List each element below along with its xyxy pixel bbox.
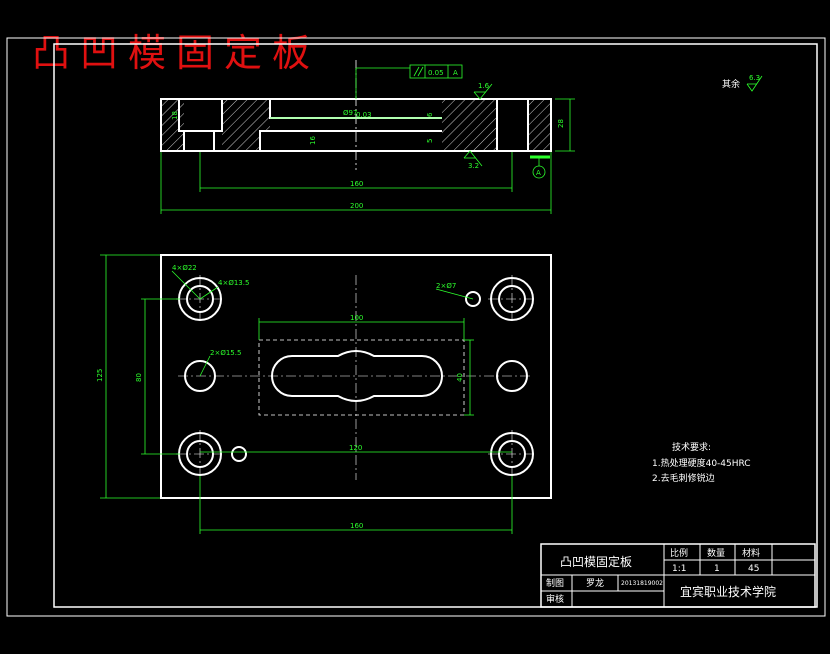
- tb-check-label: 审核: [546, 593, 564, 605]
- dowel-hole-top: [465, 291, 481, 307]
- callout-counterbore: 4×Ø22: [172, 264, 197, 272]
- section-view: 200 160 28 18 16 Ø97 0.03 5 6 0.05 A 1.6…: [160, 60, 575, 214]
- tech-requirements: 技术要求: 1.热处理硬度40-45HRC 2.去毛刺修锐边: [652, 441, 751, 484]
- title-block: [540, 543, 816, 608]
- tb-drawn-id: 20131819002: [621, 580, 663, 587]
- plan-dimension-lines: [100, 254, 513, 534]
- roughness-bottom: 3.2: [468, 162, 479, 170]
- plate-outline: [160, 254, 552, 499]
- punch-slot: [271, 350, 443, 402]
- inner-frame: [53, 43, 818, 608]
- general-roughness-value: 6.3: [749, 74, 760, 82]
- tb-value-material: 45: [748, 564, 759, 574]
- hatch-right: [528, 99, 551, 151]
- callout-side-hole: 2×Ø15.5: [210, 349, 241, 357]
- dim-width-ref: Ø97: [343, 109, 357, 117]
- hatch-left-lower: [222, 131, 260, 151]
- dim-step: 5: [426, 139, 434, 143]
- hatch-left-inner: [222, 99, 270, 131]
- drawing-title: 凸凹模固定板: [32, 31, 321, 75]
- dim-bottom-spacing: 160: [350, 522, 363, 530]
- tb-value-qty: 1: [714, 564, 720, 574]
- callout-through-hole: 4×Ø13.5: [218, 279, 249, 287]
- center-step: [259, 130, 442, 151]
- parallelism-frame: 0.05 A: [409, 64, 463, 79]
- side-dimensions: [160, 67, 575, 214]
- general-roughness-symbol: [746, 75, 763, 92]
- roughness-top: 1.6: [478, 82, 490, 90]
- parallelism-tolerance: 0.05: [428, 69, 444, 77]
- dim-hole-spacing-x: 120: [349, 444, 362, 452]
- outer-frame: [6, 37, 826, 617]
- dim-slot-depth: 18: [171, 111, 179, 120]
- tb-value-scale: 1:1: [672, 564, 686, 574]
- dim-slot-width: 40: [456, 373, 464, 382]
- dim-width-ref-tol: 0.03: [356, 111, 372, 119]
- hatch-left: [161, 99, 184, 151]
- dim-slot-length: 100: [350, 314, 363, 322]
- datum-label: A: [536, 169, 541, 177]
- tb-school: 宜宾职业技术学院: [680, 584, 776, 599]
- hole-top-right: [490, 277, 534, 321]
- tb-header-qty: 数量: [707, 547, 725, 559]
- dim-hole-spacing-y: 80: [135, 373, 143, 382]
- dim-counterbore-depth: 16: [309, 136, 317, 145]
- dim-hole-spacing: 160: [350, 180, 363, 188]
- plan-view: 100 40 120 80 125 160 4×Ø22 4×Ø13.5 2×Ø7…: [96, 254, 552, 534]
- general-roughness-label: 其余: [722, 78, 740, 90]
- tech-item-2: 2.去毛刺修锐边: [652, 472, 715, 484]
- tech-item-1: 1.热处理硬度40-45HRC: [652, 457, 751, 469]
- dim-step2: 6: [426, 112, 434, 117]
- roughness-top-symbol: [473, 83, 493, 100]
- tb-drawn-label: 制图: [546, 577, 564, 589]
- datum-circle: [532, 165, 546, 179]
- side-hole-left: [184, 360, 216, 392]
- side-hole-right: [496, 360, 528, 392]
- tb-header-material: 材料: [742, 547, 760, 559]
- tech-heading: 技术要求:: [672, 441, 711, 453]
- dowel-hole-bottom: [231, 446, 247, 462]
- hole-bottom-right: [490, 432, 534, 476]
- tb-drawn-name: 罗龙: [586, 577, 604, 589]
- dim-overall-length: 200: [350, 202, 363, 210]
- parallelism-datum: A: [453, 69, 458, 77]
- tb-part-name: 凸凹模固定板: [560, 554, 632, 569]
- tb-header-scale: 比例: [670, 547, 688, 559]
- callout-dowel: 2×Ø7: [436, 282, 456, 290]
- counterbore-left: [178, 99, 223, 132]
- hatch-right-inner: [442, 99, 497, 151]
- dim-plate-height: 125: [96, 369, 104, 382]
- roughness-bottom-symbol: [463, 150, 483, 167]
- dim-thickness: 28: [557, 119, 565, 128]
